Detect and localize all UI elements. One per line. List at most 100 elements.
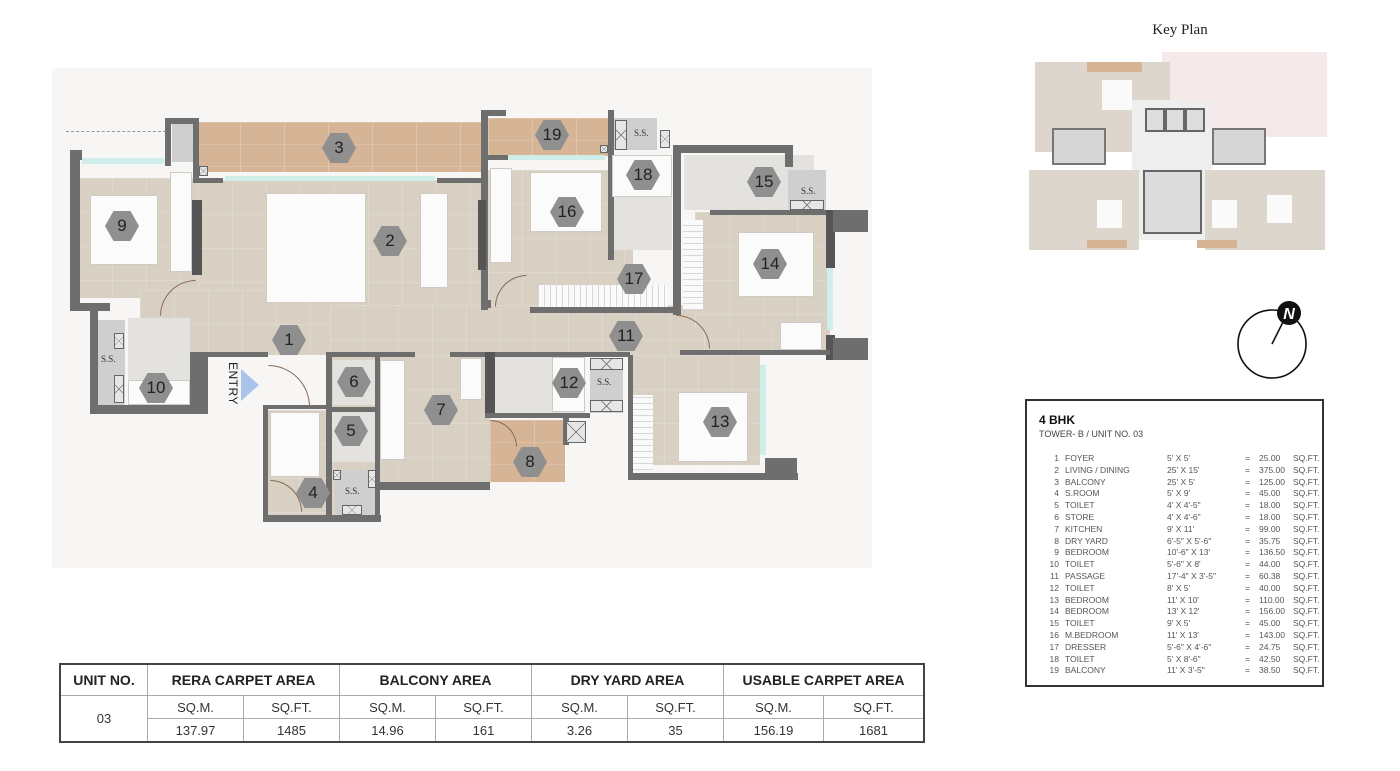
legend-room-name: DRESSER [1065,641,1107,652]
legend-unit: SQ.FT. [1293,511,1320,522]
legend-room-area: 45.00 [1259,488,1281,499]
wardrobe-bedroom-13 [633,395,653,470]
wall [70,150,80,310]
shaft-label: S.S. [597,377,612,387]
legend-room-name: DRY YARD [1065,535,1108,546]
wall [263,405,328,409]
wall [190,352,208,412]
boundary-line [66,131,166,132]
subheader: SQ.FT. [435,695,532,719]
legend-row-number: 6 [1054,511,1059,522]
duct-icon [600,145,608,153]
wall [263,515,381,522]
legend-unit: SQ.FT. [1293,453,1320,463]
header-dry-yard-area: DRY YARD AREA [531,663,724,696]
wall [330,352,415,357]
legend-equals: = [1245,629,1250,640]
wall [208,352,268,357]
dining-table [420,193,448,288]
subheader: SQ.M. [147,695,244,719]
legend-room-dimensions: 17'-4" X 3'-5" [1167,570,1216,581]
legend-room-dimensions: 25' X 15' [1167,464,1200,475]
legend-room-name: TOILET [1065,559,1095,570]
wall [680,350,830,355]
legend-row-number: 19 [1049,665,1059,676]
legend-unit: SQ.FT. [1293,594,1320,605]
legend-row-number: 18 [1049,653,1059,664]
wall [485,352,495,417]
wall [263,405,268,520]
bed-bedroom-14 [738,232,814,297]
passage-floor [330,305,830,355]
legend-equals: = [1245,559,1250,570]
wall [326,352,332,517]
room-label-19: 19 [535,120,569,150]
dry-yard-sqft: 35 [627,718,724,743]
legend-row-number: 9 [1054,547,1059,558]
key-plan-lift [1145,108,1165,132]
legend-row-number: 15 [1049,618,1059,629]
legend-room-name: STORE [1065,511,1095,522]
legend-room-name: BALCONY [1065,665,1106,676]
wall [488,155,508,160]
legend-equals: = [1245,570,1250,581]
duct-icon [199,166,208,176]
legend-unit: SQ.FT. [1293,606,1320,617]
window-bedroom-14 [827,250,833,330]
legend-room-area: 24.75 [1259,641,1281,652]
legend-unit: SQ.FT. [1293,582,1320,593]
legend-room-name: BEDROOM [1065,606,1109,617]
room-label-17: 17 [617,264,651,294]
shaft-label: S.S. [801,186,816,196]
header-usable-carpet-area: USABLE CARPET AREA [723,663,925,696]
wall [673,145,793,153]
legend-room-name: FOYER [1065,453,1095,463]
duct-icon [114,375,124,403]
legend-room-dimensions: 11' X 10' [1167,594,1199,605]
room-label-18: 18 [626,160,660,190]
legend-unit: SQ.FT. [1293,500,1320,511]
legend-room-area: 375.00 [1259,464,1285,475]
duct-icon [368,470,376,488]
legend-room-dimensions: 11' X 3'-5" [1167,665,1205,676]
legend-room-area: 40.00 [1259,582,1281,593]
wall [833,338,868,360]
legend-room-dimensions: 4' X 4'-5" [1167,500,1201,511]
legend-room-dimensions: 5' X 5' [1167,453,1191,463]
window-bedroom-9 [82,158,164,164]
wardrobe-bedroom-14 [683,220,703,310]
rera-sqft: 1485 [243,718,340,743]
legend-room-dimensions: 13' X 12' [1167,606,1200,617]
legend-room-name: S.ROOM [1065,488,1100,499]
room-label-15: 15 [747,167,781,197]
key-plan-title: Key Plan [1152,22,1208,38]
legend-room-dimensions: 5' X 9' [1167,488,1191,499]
key-plan-furniture [1267,195,1292,223]
area-table-header-row: UNIT NO. RERA CARPET AREA BALCONY AREA D… [59,663,925,696]
legend-unit: SQ.FT. [1293,618,1320,629]
duct-icon [342,505,362,515]
key-plan-stair-left [1052,128,1106,165]
duct-icon [566,421,586,443]
legend-room-area: 45.00 [1259,618,1281,629]
legend-room-area: 18.00 [1259,511,1281,522]
duct-icon [790,200,824,210]
wall [826,210,835,268]
key-plan [1027,40,1332,255]
wall [628,473,798,480]
duct-icon [333,470,341,480]
dresser-unit [538,285,668,307]
key-plan-stair-right [1212,128,1266,165]
window-bedroom-13 [760,365,766,455]
wall [765,458,797,478]
legend-room-name: LIVING / DINING [1065,464,1130,475]
legend-unit: SQ.FT. [1293,464,1320,475]
legend-room-dimensions: 8' X 5' [1167,582,1191,593]
legend-row-number: 17 [1049,641,1059,652]
